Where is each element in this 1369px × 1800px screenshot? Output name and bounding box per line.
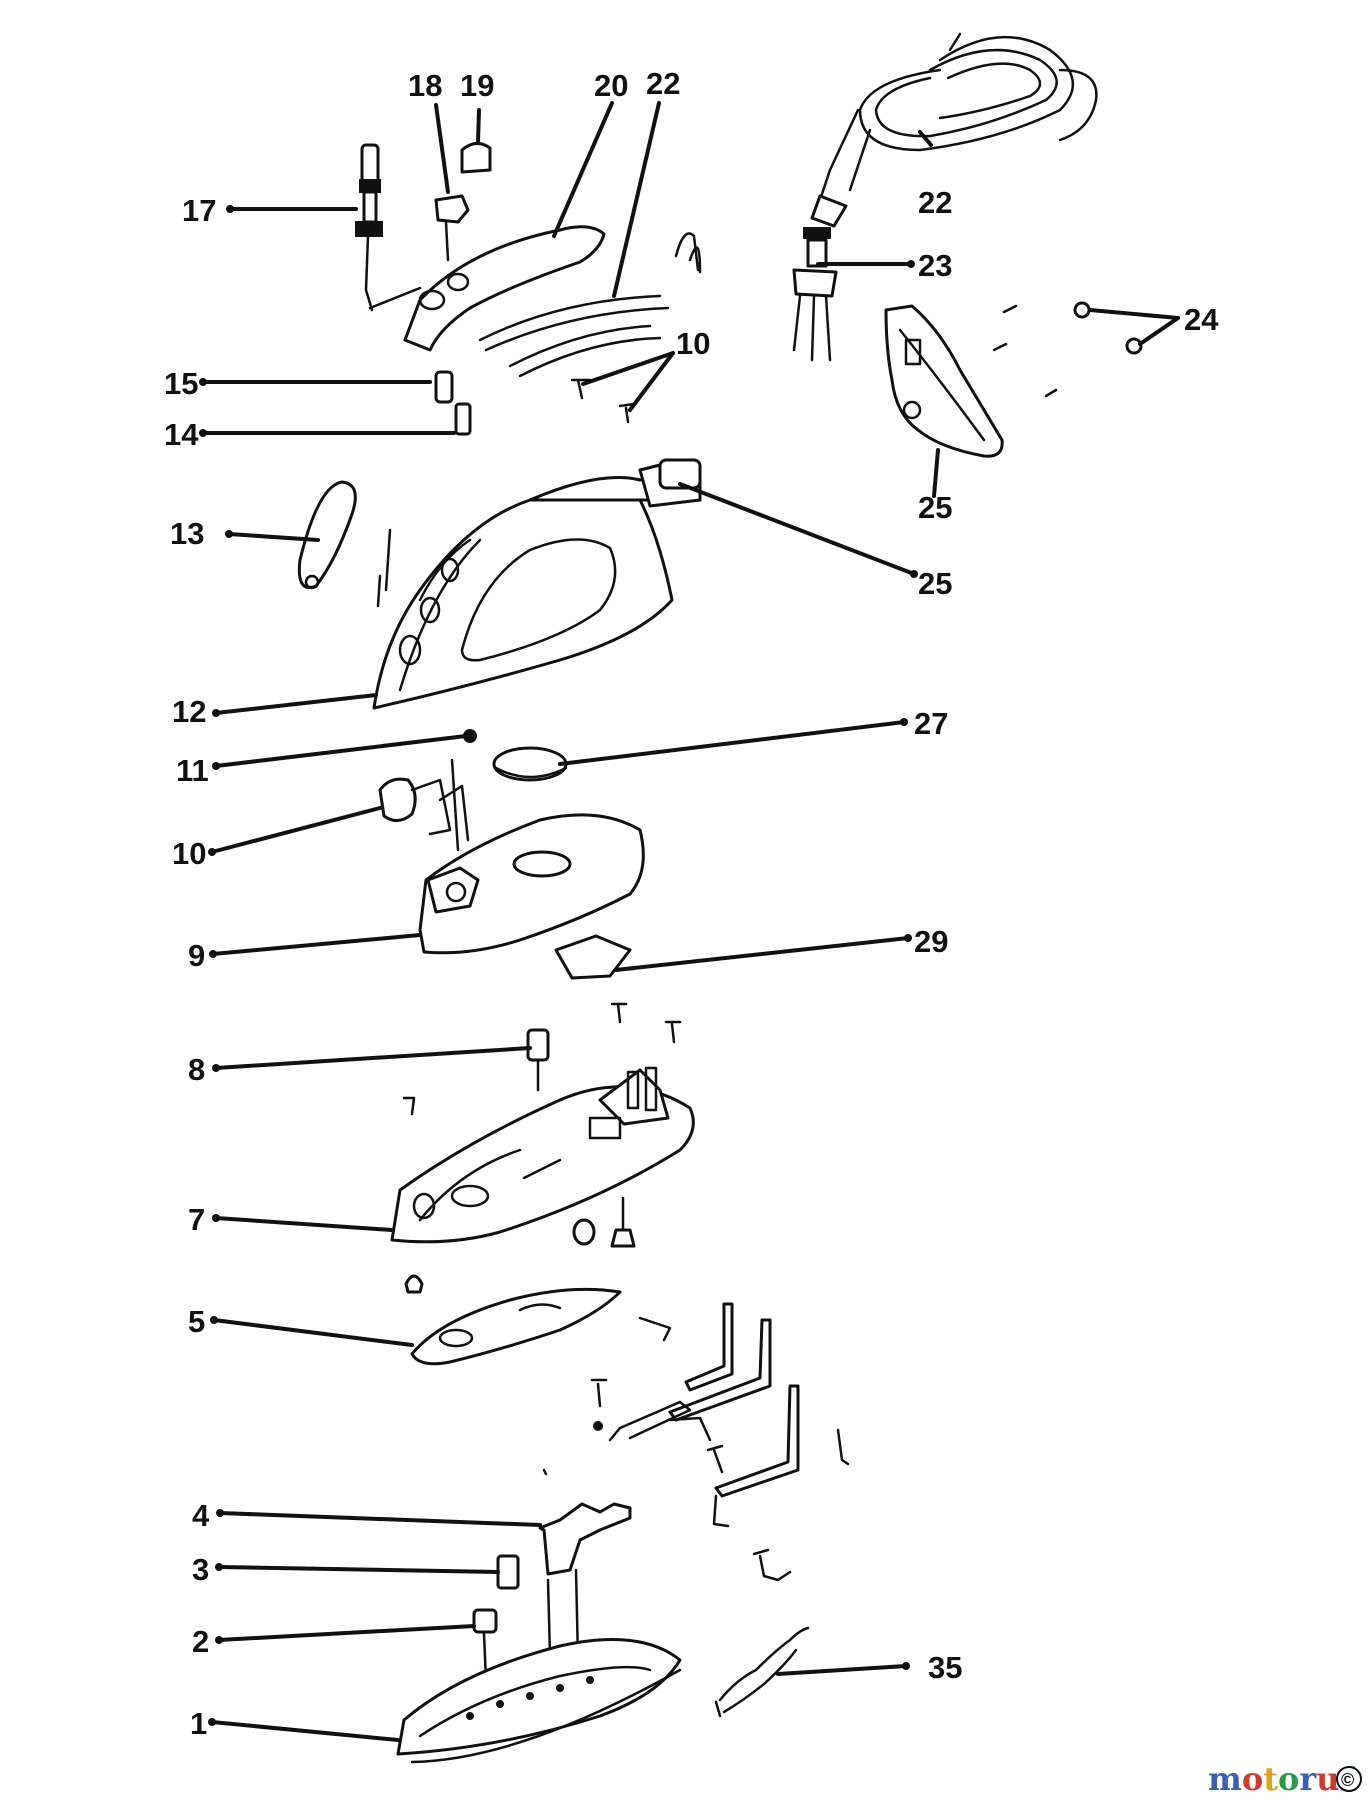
- callout-1: 1: [190, 1706, 207, 1741]
- part-14-pin: [454, 402, 472, 436]
- part-24-nuts: [992, 301, 1143, 398]
- copyright-badge: [1336, 1766, 1362, 1792]
- part-13-side-cap: [297, 480, 357, 590]
- callout-2: 2: [192, 1624, 209, 1659]
- callout-10-lower: 10: [172, 836, 206, 871]
- callout-25-upper: 25: [918, 490, 952, 525]
- leader-lines: [201, 101, 1180, 1742]
- callout-25-lower: 25: [918, 566, 952, 601]
- part-7-fasteners: [404, 1196, 636, 1294]
- watermark-logo: motoruf ©: [1208, 1760, 1362, 1798]
- part-2-valve: [472, 1608, 498, 1682]
- part-23-strain-relief: [792, 194, 848, 362]
- callout-labels: 17 18 19 20 22 15 14 10 13 12 11 10 9 8 …: [164, 66, 1219, 1741]
- callout-23: 23: [918, 248, 952, 283]
- callout-19: 20: [594, 68, 628, 103]
- callout-9: 9: [188, 938, 205, 973]
- part-25-rear-cover: [884, 304, 1004, 458]
- part-10-screws-upper: [570, 378, 636, 424]
- callout-13: 13: [170, 516, 204, 551]
- callout-22: 22: [918, 185, 952, 220]
- callout-10-upper: 10: [676, 326, 710, 361]
- callout-11: 11: [176, 753, 209, 788]
- callout-7: 7: [188, 1202, 205, 1237]
- part-4-bracket: [538, 1468, 632, 1662]
- part-7-inner-housing: [390, 1066, 695, 1244]
- callout-15: 15: [164, 366, 198, 401]
- part-29-plate: [554, 934, 682, 1044]
- part-10-thermostat-knob: [378, 758, 470, 852]
- part-12-housing: [372, 458, 702, 710]
- part-15-pin: [434, 370, 454, 404]
- part-22-power-cord: [818, 32, 1098, 202]
- part-3-spacer: [496, 1554, 520, 1590]
- part-9-water-tank: [418, 813, 645, 955]
- callout-24: 24: [1184, 302, 1219, 337]
- part-8-pump-cap: [526, 1028, 550, 1092]
- part-18-cap: [460, 142, 492, 174]
- part-1-soleplate: [396, 1638, 682, 1764]
- callout-29: 29: [914, 924, 948, 959]
- callout-8: 8: [188, 1052, 205, 1087]
- svg-text:motoruf: motoruf: [1208, 1760, 1355, 1798]
- leader-dots: [199, 205, 918, 1726]
- part-19-handle-cover: [368, 225, 606, 352]
- callout-17: 18: [408, 68, 442, 103]
- part-27-disc: [492, 746, 568, 782]
- part-16-steam-knob: [355, 143, 383, 312]
- callout-27: 27: [914, 706, 948, 741]
- callout-16: 17: [182, 193, 216, 228]
- callout-20: 22: [646, 66, 680, 101]
- callout-14: 14: [164, 417, 199, 452]
- callout-12: 12: [172, 694, 206, 729]
- callout-4: 4: [192, 1498, 210, 1533]
- callout-35: 35: [928, 1650, 962, 1685]
- brackets-assembly: [590, 1302, 850, 1582]
- callout-5: 5: [188, 1304, 205, 1339]
- callout-18: 19: [460, 68, 494, 103]
- part-5-plate-cover: [410, 1287, 672, 1366]
- callout-3: 3: [192, 1552, 209, 1587]
- part-17-button: [434, 194, 470, 262]
- part-35-cable: [714, 1626, 810, 1718]
- part-20-spring-strips: [478, 232, 702, 378]
- copyright-symbol: ©: [1341, 1770, 1354, 1790]
